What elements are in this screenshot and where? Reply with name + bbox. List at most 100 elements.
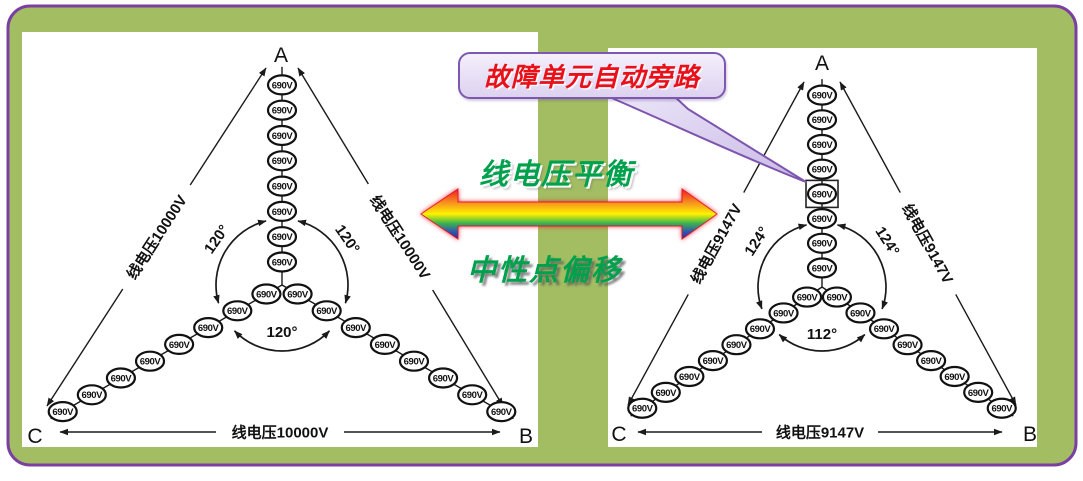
- power-cell: [744, 318, 776, 340]
- power-cell: [369, 333, 400, 355]
- cell-label: 690V: [850, 308, 872, 319]
- cell-label: 690V: [272, 182, 294, 193]
- callout-tail: [606, 95, 807, 183]
- power-cell: [650, 381, 681, 403]
- power-cell: [806, 208, 838, 230]
- line-voltage-label: 线电压9147V: [776, 424, 864, 442]
- power-cell: [963, 381, 994, 403]
- edge-line: [297, 67, 369, 185]
- power-cell: [457, 384, 488, 406]
- cell-label: 690V: [82, 390, 104, 401]
- power-cell: [134, 350, 166, 372]
- edge-line: [627, 294, 689, 406]
- line-voltage-label: 线电压10000V: [232, 424, 329, 442]
- cell-label: 690V: [272, 232, 294, 243]
- power-cell: [986, 397, 1017, 419]
- cell-label: 690V: [812, 239, 834, 250]
- cell-label: 690V: [812, 189, 834, 200]
- edge-line: [432, 289, 504, 407]
- power-cell: [105, 367, 137, 389]
- vertex-label-B: B: [1023, 423, 1037, 446]
- angle-label: 120°: [266, 324, 297, 341]
- power-cell: [806, 183, 838, 205]
- cell-label: 690V: [812, 263, 834, 274]
- edge-line: [743, 81, 805, 193]
- power-cell: [340, 317, 371, 339]
- angle-arc: [297, 219, 351, 304]
- power-cell: [806, 158, 838, 180]
- bypass-square: [805, 179, 839, 209]
- cell-label: 690V: [272, 131, 294, 142]
- power-cell: [868, 318, 900, 340]
- cell-label: 690V: [272, 106, 294, 117]
- cell-label: 690V: [812, 214, 834, 225]
- cell-label: 690V: [404, 357, 426, 368]
- power-cell: [266, 175, 298, 197]
- angle-arc: [213, 219, 267, 304]
- cell-label: 690V: [797, 292, 819, 303]
- cell-label: 690V: [812, 165, 834, 176]
- power-cell: [697, 349, 728, 372]
- cell-label: 690V: [111, 373, 133, 384]
- power-cell: [266, 226, 298, 248]
- cell-label: 690V: [812, 140, 834, 151]
- cell-label: 690V: [632, 404, 654, 415]
- edge-line: [839, 81, 901, 193]
- cell-label: 690V: [272, 156, 294, 167]
- cell-label: 690V: [227, 306, 249, 317]
- cell-label: 690V: [198, 323, 220, 334]
- vertex-label-C: C: [611, 423, 626, 446]
- cell-label: 690V: [52, 407, 74, 418]
- callout-label: 故障单元自动旁路: [483, 62, 700, 92]
- line-voltage-balanced-text: 线电压平衡: [479, 159, 635, 191]
- angle-label: 112°: [807, 326, 837, 343]
- power-cell: [806, 232, 838, 254]
- cell-label: 690V: [897, 340, 919, 351]
- cell-label: 690V: [140, 357, 162, 368]
- cell-label: 690V: [462, 390, 484, 401]
- cell-label: 690V: [944, 372, 966, 383]
- power-cell: [721, 334, 752, 356]
- cell-label: 690V: [316, 306, 338, 317]
- power-cell: [266, 124, 298, 147]
- cell-label: 690V: [812, 115, 834, 126]
- power-cell: [266, 74, 298, 96]
- cell-label: 690V: [750, 324, 772, 335]
- power-cell: [806, 133, 838, 156]
- edge-line: [46, 288, 124, 407]
- power-cell: [427, 367, 459, 389]
- cell-label: 690V: [968, 388, 990, 399]
- vertex-label-A: A: [274, 44, 288, 67]
- cell-label: 690V: [703, 356, 725, 367]
- power-cell: [892, 334, 923, 356]
- cell-label: 690V: [256, 289, 278, 300]
- angle-arc: [233, 330, 331, 352]
- cell-label: 690V: [991, 404, 1013, 415]
- cell-label: 690V: [272, 80, 294, 91]
- power-cell: [806, 257, 838, 279]
- vertex-label-C: C: [27, 425, 42, 448]
- power-cell: [916, 349, 947, 372]
- power-cell: [164, 333, 195, 355]
- power-cell: [939, 365, 970, 388]
- power-cell: [627, 397, 658, 419]
- power-cell: [486, 401, 517, 423]
- vertex-label-A: A: [815, 52, 829, 75]
- callout-bubble: 故障单元自动旁路: [458, 52, 726, 99]
- cell-label: 690V: [345, 323, 367, 334]
- power-cell: [266, 99, 298, 121]
- cell-label: 690V: [272, 207, 294, 218]
- angle-arc: [778, 333, 866, 352]
- cell-label: 690V: [812, 91, 834, 102]
- vertex-label-B: B: [519, 425, 533, 448]
- cell-label: 690V: [656, 388, 678, 399]
- cell-label: 690V: [375, 340, 397, 351]
- cell-label: 690V: [433, 373, 455, 384]
- power-cell: [266, 200, 298, 222]
- angle-arc: [836, 223, 888, 310]
- cell-label: 690V: [827, 292, 849, 303]
- power-cell: [266, 150, 298, 172]
- cell-label: 690V: [169, 340, 191, 351]
